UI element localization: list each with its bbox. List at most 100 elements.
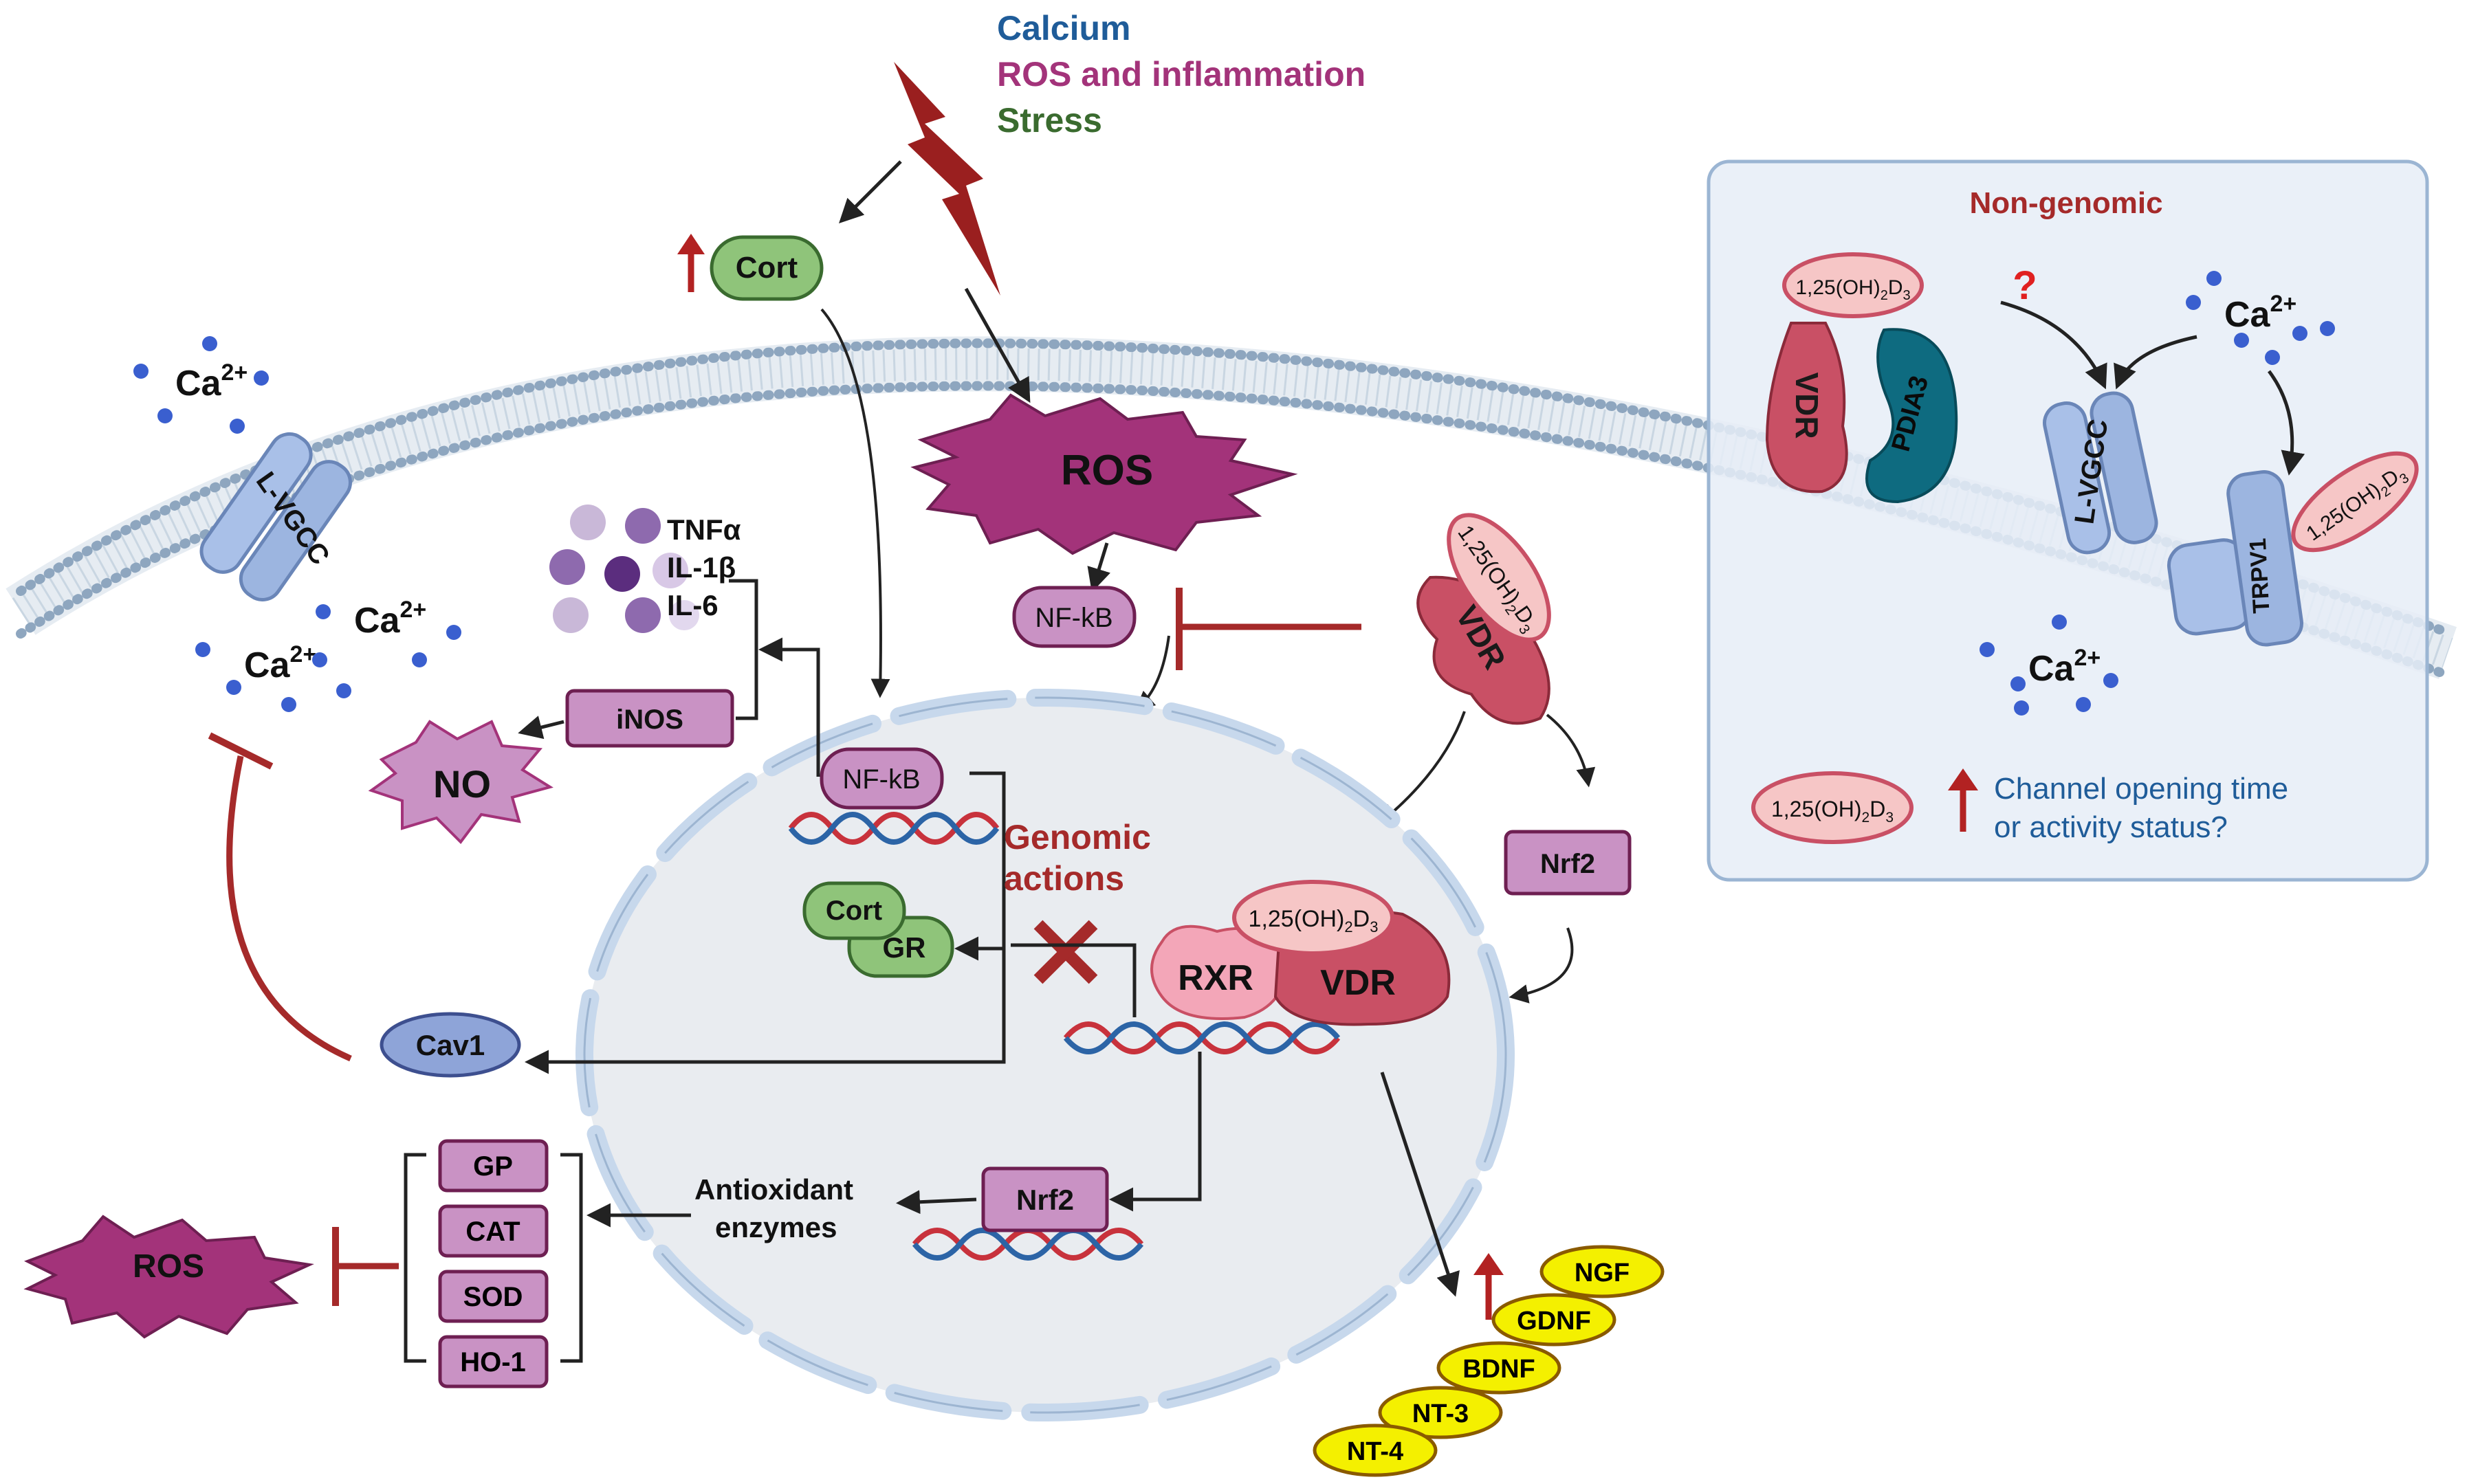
arrow-calcitriol-to-lvgcc — [2000, 300, 2107, 390]
cort-pill — [710, 235, 824, 301]
calcitriol-ellipse-nucleus: 1,25(OH)2D3 — [1232, 880, 1394, 955]
arrow-ca-to-trpv1 — [2267, 370, 2305, 476]
neurotrophin-ellipse — [1491, 1293, 1616, 1347]
ca-dot — [195, 642, 210, 657]
nrf2-nuc-label: Nrf2 — [1016, 1184, 1074, 1216]
ca-dot — [281, 697, 296, 712]
legend-ros-inflammation: ROS and inflammation — [997, 55, 1366, 93]
arrow-bolt-to-cort — [839, 160, 902, 223]
svg-text:1,25(OH)2D3: 1,25(OH)2D3 — [1771, 797, 1894, 826]
legend-stress: Stress — [997, 101, 1102, 140]
neurotrophin-label: NGF — [1575, 1259, 1630, 1287]
vdr-membrane-shape — [1765, 322, 1848, 494]
enzyme-label: HO-1 — [460, 1347, 526, 1377]
rxr-label: RXR — [1178, 958, 1253, 998]
svg-text:1,25(OH)2D3: 1,25(OH)2D3 — [1795, 276, 1910, 303]
nfkb-cyto-label: NF-kB — [1035, 603, 1112, 633]
ca-dot — [2103, 673, 2118, 688]
ca-dot — [226, 680, 241, 695]
inos-box — [565, 689, 734, 748]
legend-calcium: Calcium — [997, 9, 1131, 47]
increase-arrow-icon — [1473, 1253, 1504, 1320]
pdia3-shape — [1865, 328, 1958, 504]
ca-dot — [230, 419, 245, 434]
inhibit-bar — [208, 732, 274, 770]
arrow-vdr-to-nucleus — [1379, 711, 1466, 824]
antioxidant-line1: Antioxidant — [694, 1173, 853, 1206]
arrow-nrf2-to-nucleus — [1509, 927, 1574, 1004]
ca-dot — [2265, 350, 2280, 365]
arrow-vdr-to-neurotrophins — [1380, 1072, 1460, 1297]
lvgcc-channel-nongenomic: L-VGCC — [2043, 391, 2158, 555]
no-label: NO — [433, 762, 491, 806]
enzyme-box — [438, 1139, 549, 1193]
ros-main-label: ROS — [1061, 447, 1153, 494]
arrow-cort-to-nucleus — [820, 308, 890, 698]
ca-dot — [336, 683, 351, 698]
trpv1-channel: TRPV1 — [2167, 470, 2303, 647]
ros-burst-left — [23, 1215, 314, 1339]
ca-dot — [2292, 326, 2307, 341]
line-genomic-to-cav1 — [525, 949, 1006, 1074]
cav1-ellipse — [380, 1012, 521, 1078]
ca-dot — [2186, 295, 2201, 310]
question-mark: ? — [2013, 263, 2037, 308]
ca-ion-label-left-low: Ca2+ — [244, 641, 316, 685]
vdr-nuc-label: VDR — [1320, 963, 1396, 1003]
dna-strand-vdr — [1063, 1021, 1341, 1054]
nongenomic-legend-line2: or activity status? — [1994, 810, 2228, 844]
increase-arrow-icon — [677, 234, 705, 292]
arrow-vdr-to-nrf2 — [1546, 713, 1596, 788]
ca-dot — [1980, 642, 1995, 657]
enzyme-box — [438, 1204, 549, 1258]
nongenomic-title: Non-genomic — [1969, 186, 2162, 220]
inos-label: iNOS — [616, 705, 683, 735]
bracket-nfkb — [969, 771, 1006, 949]
enzyme-label: GP — [473, 1151, 513, 1182]
tnfa-label: TNFα — [667, 513, 741, 546]
enzyme-box — [438, 1335, 549, 1388]
neurotrophin-label: NT-4 — [1347, 1437, 1403, 1466]
nongenomic-legend-line1: Channel opening time — [1994, 772, 2288, 806]
nfkb-nuc-pill — [820, 747, 944, 810]
ca-dot — [254, 370, 269, 386]
ros-burst-main — [910, 393, 1298, 555]
cav1-label: Cav1 — [416, 1029, 485, 1061]
ca-dot — [157, 408, 173, 423]
antioxidant-line2: enzymes — [715, 1211, 837, 1243]
ca-dot — [2010, 676, 2026, 691]
enzyme-box — [438, 1270, 549, 1323]
ca-dot — [446, 625, 461, 640]
ca-dot — [2014, 700, 2029, 716]
vdr-membrane-label: VDR — [1789, 372, 1825, 439]
bracket-enzymes-right — [560, 1153, 583, 1363]
calcitriol-ellipse-nongenomic: 1,25(OH)2D3 — [1782, 252, 1924, 318]
blocked-x-icon — [1033, 920, 1098, 984]
ca-dot — [2234, 333, 2249, 348]
arrow-ca-to-lvgcc — [2114, 335, 2197, 390]
inhibit-cav1-to-lvgcc — [226, 755, 352, 1062]
dna-strand-nfkb — [788, 812, 1000, 845]
svg-text:1,25(OH)2D3: 1,25(OH)2D3 — [1249, 906, 1379, 935]
ca-ion-label-left-top: Ca2+ — [175, 359, 248, 403]
arrow-inos-to-no — [518, 716, 564, 740]
ca-ion-label-left-mid: Ca2+ — [354, 597, 426, 641]
cort-label: Cort — [736, 251, 798, 285]
bracket-cytokines — [729, 579, 758, 720]
ca-dot — [312, 652, 327, 667]
lightning-bolt-icon — [894, 62, 1000, 296]
enzyme-label: SOD — [463, 1282, 523, 1312]
nucleus — [575, 689, 1515, 1421]
ca-dot — [2206, 271, 2222, 286]
ca-ion-label-bottom: Ca2+ — [2028, 645, 2101, 689]
line-nfkb-to-inos — [758, 637, 820, 777]
lvgcc-channel-left: L-VGCC — [199, 432, 352, 601]
neurotrophin-ellipse — [1436, 1341, 1561, 1395]
genomic-actions-line2: actions — [1004, 859, 1124, 898]
ca-ion-label-top: Ca2+ — [2224, 291, 2296, 335]
nrf2-cyto-box — [1504, 830, 1632, 896]
nfkb-nuc-label: NF-kB — [842, 764, 920, 795]
ca-dot — [202, 336, 217, 351]
neurotrophin-ellipse — [1313, 1424, 1438, 1477]
